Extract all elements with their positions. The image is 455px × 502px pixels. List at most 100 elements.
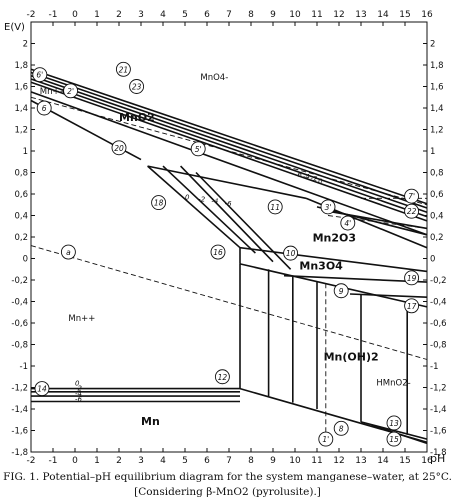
line-label: 13: [386, 415, 402, 431]
line-label-circle: [115, 61, 131, 77]
line-label-circle: [340, 215, 356, 231]
y-tick-label-right: -1,4: [430, 405, 447, 415]
line-label-text: 1': [322, 435, 329, 444]
line-label: a: [60, 244, 76, 260]
y-tick-label-right: 2: [430, 40, 435, 50]
x-tick-label-bottom: 11: [311, 456, 322, 466]
y-tick-label-left: 1,4: [14, 104, 28, 114]
line-label-text: 12: [218, 373, 228, 382]
y-tick-label-left: 0,4: [14, 212, 28, 222]
concentration-label: -4: [303, 173, 310, 181]
concentration-label: 0: [318, 177, 323, 185]
x-tick-label-top: 13: [355, 10, 366, 20]
line-label: 11: [267, 199, 283, 215]
x-tick-label-top: 7: [226, 10, 232, 20]
line-label: 8: [333, 420, 349, 436]
figure-caption: FIG. 1. Potential–pH equilibrium diagram…: [3, 471, 452, 483]
line-label-text: 6': [36, 71, 43, 80]
x-tick-label-bottom: 15: [399, 456, 410, 466]
line-label-circle: [210, 244, 226, 260]
line-label-text: 11: [270, 203, 280, 212]
concentration-label: -2: [198, 196, 206, 204]
equilibrium-line: [321, 209, 428, 230]
y-tick-label-left: 0,2: [14, 233, 28, 243]
line-label-circle: [404, 298, 420, 314]
x-tick-label-top: 4: [160, 10, 166, 20]
axis-ticks: -2-2-1-100112233445566778899101011111212…: [11, 10, 446, 466]
potential-ph-diagram: -2-2-1-100112233445566778899101011111212…: [4, 10, 447, 466]
y-tick-label-right: -0,4: [430, 298, 447, 308]
equilibrium-line: [30, 245, 428, 360]
x-tick-label-bottom: 1: [94, 456, 100, 466]
y-tick-label-right: -0,2: [430, 276, 447, 286]
line-label: 4': [340, 215, 356, 231]
line-label: 6': [32, 67, 48, 83]
line-label: 3': [320, 199, 336, 215]
y-tick-label-right: 1,4: [430, 104, 444, 114]
line-label: 20: [111, 140, 127, 156]
line-label-text: 22: [407, 207, 417, 216]
x-tick-label-top: 0: [72, 10, 78, 20]
y-tick-label-left: 2: [23, 40, 28, 50]
equilibrium-line: [283, 274, 428, 283]
x-tick-label-bottom: -2: [27, 456, 36, 466]
x-tick-label-bottom: 4: [160, 456, 166, 466]
equilibrium-line: [180, 165, 274, 263]
line-label-text: 8: [339, 424, 344, 433]
y-tick-label-left: 0,8: [14, 169, 28, 179]
line-label-circle: [283, 245, 299, 261]
x-tick-label-bottom: 13: [355, 456, 366, 466]
line-label: 7': [404, 188, 420, 204]
x-tick-label-bottom: 3: [138, 456, 144, 466]
line-label-text: 15: [389, 435, 399, 444]
y-tick-label-right: -1,2: [430, 384, 447, 394]
x-tick-label-bottom: 5: [182, 456, 188, 466]
x-tick-label-bottom: 9: [270, 456, 276, 466]
equilibrium-line: [147, 165, 241, 249]
line-label-text: 3': [325, 203, 332, 212]
y-tick-label-left: -1: [20, 362, 28, 372]
x-tick-label-top: -1: [49, 10, 58, 20]
line-label-circle: [333, 283, 349, 299]
line-label-circle: [386, 431, 402, 447]
y-tick-label-left: -1,4: [11, 405, 28, 415]
line-label: 15: [386, 431, 402, 447]
line-label-circle: [129, 79, 145, 94]
line-label: 5': [190, 141, 206, 157]
x-tick-label-top: 12: [333, 10, 344, 20]
region-labels: MnO4-MnO2Mn2O3Mn3O4Mn++Mn(OH)2HMnO2-MnMn…: [40, 73, 411, 428]
x-tick-label-bottom: 0: [72, 456, 78, 466]
y-tick-label-left: 0,6: [14, 190, 28, 200]
line-label-text: 16: [213, 248, 223, 257]
x-tick-label-top: -2: [27, 10, 36, 20]
line-label-circle: [404, 270, 420, 286]
x-tick-label-top: 9: [270, 10, 276, 20]
x-tick-label-bottom: 8: [248, 456, 254, 466]
concentration-label: -4: [75, 390, 82, 398]
y-tick-label-left: -0,2: [11, 276, 28, 286]
equilibrium-line: [162, 165, 256, 254]
line-label: 18: [151, 195, 167, 211]
x-tick-label-top: 8: [248, 10, 254, 20]
equilibrium-line: [147, 165, 307, 200]
equilibrium-line: [195, 171, 292, 270]
line-label-circle: [320, 199, 336, 215]
concentration-label: -6: [295, 171, 303, 179]
y-tick-label-left: -1,8: [11, 448, 28, 458]
line-label-circle: [404, 203, 420, 219]
figure-caption-note: [Considering β-MnO2 (pyrolusite).]: [134, 486, 321, 498]
region-label: Mn: [141, 415, 160, 428]
x-tick-label-bottom: 6: [204, 456, 210, 466]
line-label-circle: [36, 100, 52, 116]
region-label: Mn++: [68, 314, 95, 324]
equilibrium-line: [239, 246, 428, 273]
y-tick-label-right: -1,6: [430, 427, 447, 437]
y-tick-label-right: 1,6: [430, 83, 444, 93]
x-tick-label-top: 3: [138, 10, 144, 20]
line-label-text: 17: [407, 302, 417, 311]
x-tick-label-top: 5: [182, 10, 188, 20]
x-tick-label-top: 11: [311, 10, 322, 20]
y-tick-label-right: -1,8: [430, 448, 447, 458]
line-label-text: 7': [408, 192, 415, 201]
region-label: MnO2: [119, 111, 155, 124]
